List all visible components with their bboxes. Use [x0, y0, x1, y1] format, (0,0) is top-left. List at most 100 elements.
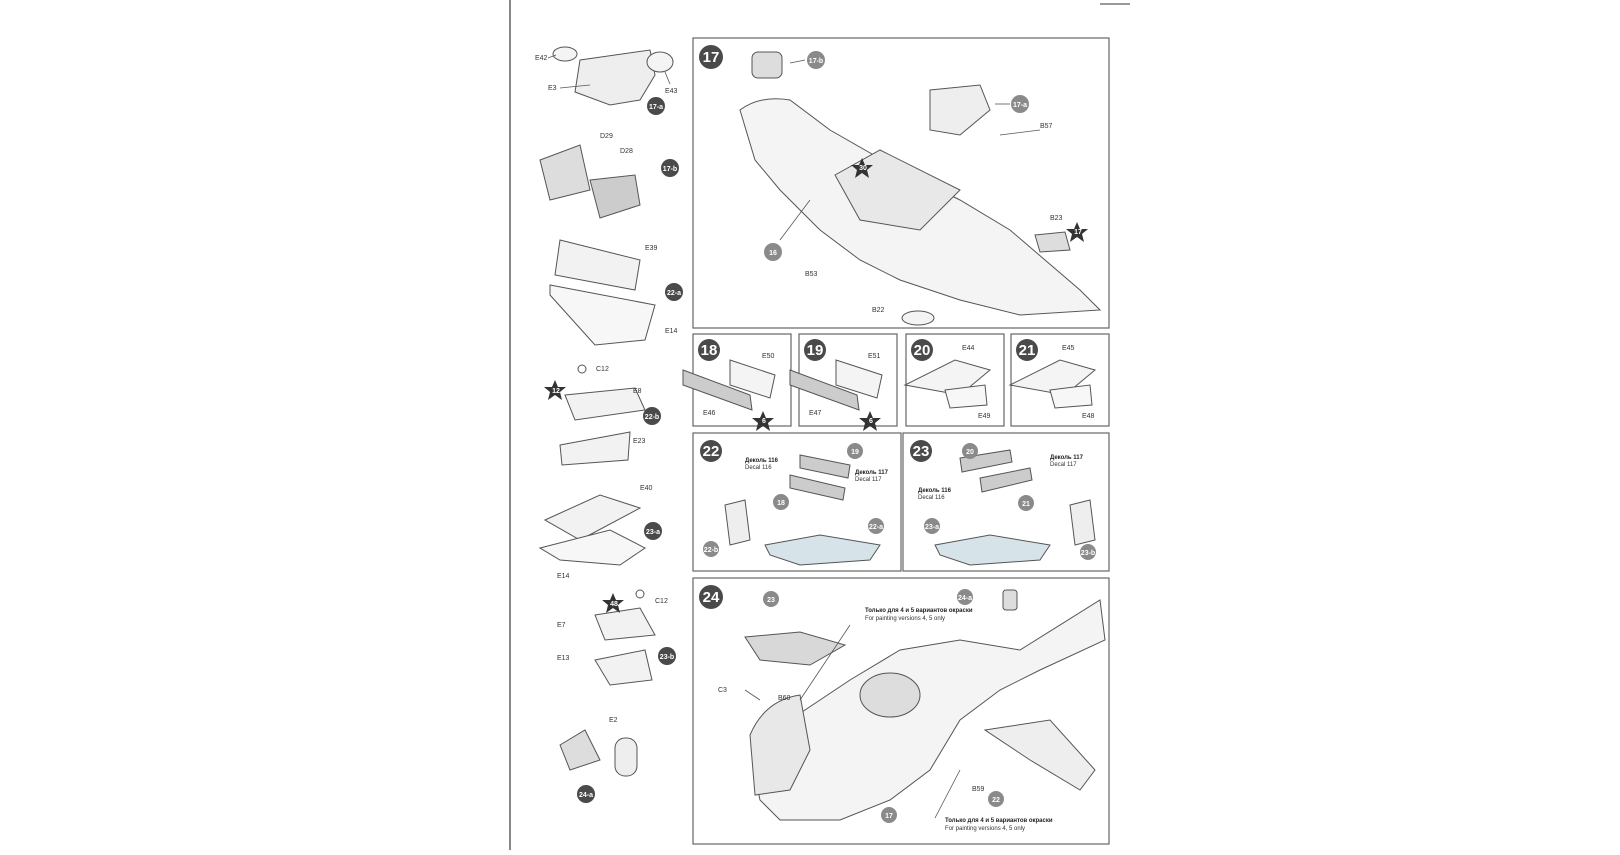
part-drawing — [646, 51, 674, 73]
part-label: C12 — [655, 598, 668, 605]
part-label: E50 — [762, 353, 775, 360]
step-badge — [699, 585, 723, 609]
part-label: C12 — [596, 366, 609, 373]
sub-step-badge-label: 24-a — [579, 792, 593, 799]
part-17a-drawing — [929, 84, 991, 136]
canopy-drawing — [749, 694, 811, 796]
step-number: 21 — [1019, 342, 1036, 359]
callout-label: 17 — [885, 813, 893, 820]
step-23-panel: 23 Деколь 117 Decal 117 Деколь 116 Decal… — [902, 432, 1110, 572]
sub-step-22b: C12 E8 E23 12 22-b — [544, 364, 661, 466]
decal-label-en: Decal 116 — [918, 495, 945, 501]
wing-drawing — [934, 534, 1051, 566]
decal-label-ru: Деколь 117 — [855, 470, 889, 476]
version-note-ru: Только для 4 и 5 вариантов окраски — [945, 818, 1053, 824]
decal-label-ru: Деколь 116 — [918, 488, 952, 494]
step-number: 20 — [914, 342, 931, 359]
callout-label: 16 — [769, 250, 777, 257]
rack-drawing — [789, 474, 846, 501]
callout-label: 23-a — [925, 524, 939, 531]
step-19-panel: 19 E51 E47 6 — [789, 333, 898, 431]
decal-star-label: 6 — [869, 418, 873, 425]
part-label: E7 — [557, 622, 566, 629]
callout-label: 23 — [767, 597, 775, 604]
wing-lower-drawing — [538, 529, 646, 566]
pylon-base-drawing — [559, 431, 631, 466]
decal-star-label: 6 — [762, 418, 766, 425]
decal-star-icon — [544, 380, 566, 400]
engine-drawing — [859, 672, 921, 718]
step-number: 24 — [703, 589, 720, 606]
callout-bubble — [924, 518, 940, 534]
decal-star-icon — [851, 158, 873, 178]
part-label: E23 — [633, 438, 646, 445]
part-label: D28 — [620, 148, 633, 155]
callout-label: 22 — [992, 797, 1000, 804]
step-number: 22 — [703, 443, 720, 460]
rack-drawing — [682, 369, 753, 411]
decal-star-label: 12 — [552, 388, 560, 395]
step-badge — [1016, 339, 1038, 361]
decal-star-label: 48 — [610, 601, 618, 608]
callout-label: 23-b — [1081, 550, 1095, 557]
rack-drawing — [944, 384, 988, 409]
part-label: E48 — [1082, 413, 1095, 420]
seat-part-drawing — [539, 144, 591, 201]
part-label: B57 — [1040, 123, 1053, 130]
part-label: E42 — [535, 55, 548, 62]
sub-step-24a: E2 24-a — [559, 717, 638, 803]
sub-step-badge-label: 22-b — [645, 414, 659, 421]
step-badge — [910, 440, 932, 462]
callout-bubble — [988, 791, 1004, 807]
callout-bubble — [1011, 95, 1029, 113]
callout-bubble — [1080, 544, 1096, 560]
callout-bubble — [1018, 495, 1034, 511]
part-drawing — [577, 364, 587, 374]
decal-star-icon — [602, 593, 624, 613]
intake-part-drawing — [559, 729, 601, 771]
callout-bubble — [957, 589, 973, 605]
callout-bubble — [807, 51, 825, 69]
callout-label: 20 — [966, 449, 974, 456]
wing-upper-drawing — [543, 494, 642, 541]
decal-label-en: Decal 116 — [745, 465, 772, 471]
exhaust-part-drawing — [614, 737, 638, 777]
part-label: E2 — [609, 717, 618, 724]
rack-drawing — [979, 467, 1033, 493]
part-label: E8 — [633, 388, 642, 395]
part-label: E43 — [665, 88, 678, 95]
step-badge — [698, 339, 720, 361]
part-drawing — [635, 589, 645, 599]
step-number: 17 — [703, 49, 720, 66]
pylon-drawing — [1069, 499, 1096, 546]
step-number: 18 — [701, 342, 718, 359]
callout-bubble — [763, 591, 779, 607]
part-label: E39 — [645, 245, 658, 252]
part-label: B60 — [778, 695, 791, 702]
canopy-part-drawing — [574, 49, 656, 106]
callout-bubble — [773, 494, 789, 510]
sub-step-17b: D29 D28 17-b — [539, 133, 679, 219]
decal-label-ru: Деколь 116 — [745, 458, 779, 464]
part-label: E44 — [962, 345, 975, 352]
step-number: 23 — [913, 443, 930, 460]
callout-label: 18 — [777, 500, 785, 507]
callout-label: 22-a — [869, 524, 883, 531]
rack-drawing — [799, 454, 851, 479]
wing-drawing — [764, 534, 881, 566]
sub-step-badge-label: 23-b — [660, 654, 674, 661]
decal-label-en: Decal 117 — [855, 477, 882, 483]
decal-star-label: 30 — [859, 165, 867, 172]
callout-bubble — [764, 243, 782, 261]
wing-upper-drawing — [554, 239, 641, 291]
sub-step-23a: E40 E14 23-a — [538, 485, 662, 580]
sub-step-badge — [658, 647, 676, 665]
weapon-rack-drawing — [744, 631, 847, 666]
decal-star-icon — [752, 411, 774, 431]
part-b22-drawing — [901, 310, 935, 326]
callout-bubble — [847, 443, 863, 459]
sub-step-badge-label: 17-a — [649, 104, 663, 111]
wing-panel-drawing — [835, 359, 883, 399]
